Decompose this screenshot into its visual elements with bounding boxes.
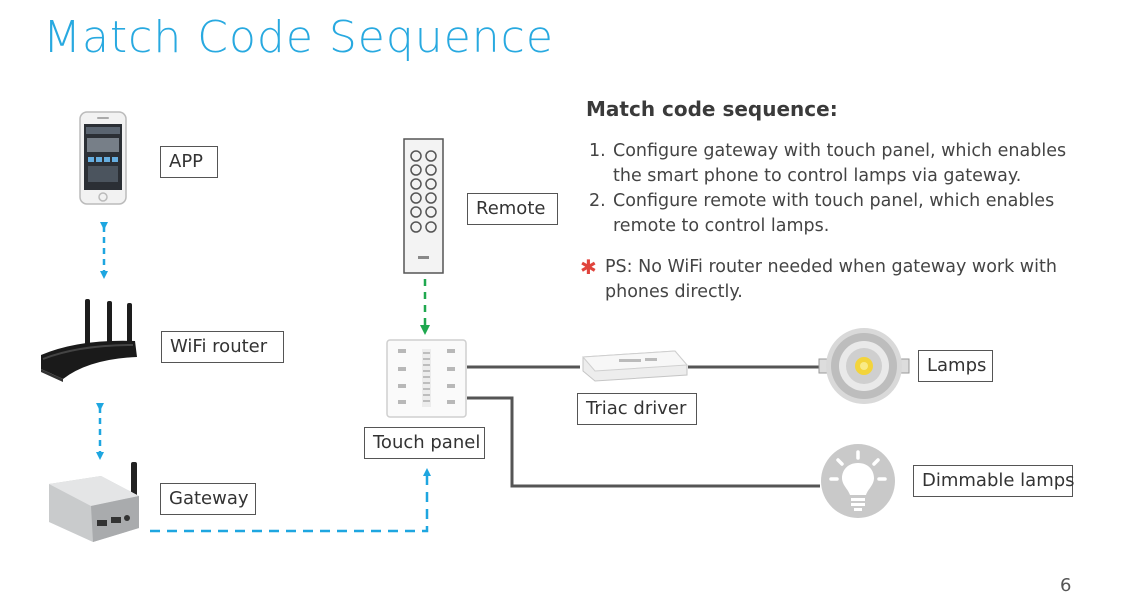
- downlight-lamp-icon: [818, 328, 910, 404]
- gateway-icon: [49, 462, 139, 542]
- list-item-number: 1.: [589, 141, 606, 161]
- remote-label: Remote: [467, 193, 558, 225]
- triac-driver-icon: [581, 350, 689, 382]
- touch-panel-label: Touch panel: [364, 427, 485, 459]
- sequence-list: 1. Configure gateway with touch panel, w…: [589, 139, 1089, 239]
- ps-text: PS: No WiFi router needed when gateway w…: [605, 257, 1057, 302]
- bulb-lamp-icon: [821, 444, 895, 518]
- list-item: 1. Configure gateway with touch panel, w…: [589, 139, 1089, 189]
- dimmable-lamps-label: Dimmable lamps: [913, 465, 1075, 497]
- gateway-label: Gateway: [160, 483, 256, 515]
- ps-note: ✱ PS: No WiFi router needed when gateway…: [580, 255, 1100, 305]
- wifi-router-label: WiFi router: [161, 331, 284, 363]
- wifi-router-icon: [41, 299, 137, 382]
- list-item-text: Configure remote with touch panel, which…: [613, 191, 1055, 236]
- remote-control-icon: [403, 138, 444, 274]
- app-label: APP: [160, 146, 218, 178]
- asterisk-icon: ✱: [580, 255, 597, 279]
- lamps-label: Lamps: [918, 350, 993, 382]
- page-number: 6: [1060, 575, 1072, 596]
- list-item-text: Configure gateway with touch panel, whic…: [613, 141, 1067, 186]
- list-item: 2. Configure remote with touch panel, wh…: [589, 189, 1089, 239]
- smartphone-icon: [79, 111, 127, 205]
- page-title: Match Code Sequence: [43, 12, 554, 63]
- sequence-heading: Match code sequence:: [586, 97, 838, 121]
- gateway-panel-link: [150, 468, 431, 533]
- touch-panel-icon: [386, 339, 467, 418]
- panel-dimmable-wire: [467, 396, 820, 488]
- list-item-number: 2.: [589, 191, 606, 211]
- triac-driver-label: Triac driver: [577, 393, 697, 425]
